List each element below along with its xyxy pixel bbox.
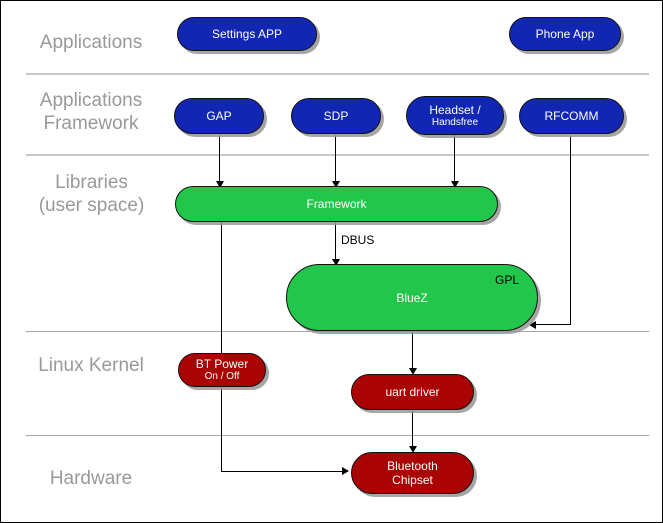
node-bt-power-label-line1: BT Power — [195, 357, 249, 371]
arrowhead-sdp-to-framework — [332, 181, 340, 188]
node-uart-driver[interactable]: uart driver — [351, 374, 474, 410]
node-bluez[interactable]: BlueZ GPL — [286, 264, 538, 331]
arrowhead-framework-to-bluez — [332, 259, 340, 266]
arrowhead-headset-to-framework — [451, 181, 459, 188]
layer-label-libraries: Libraries (user space) — [38, 172, 145, 216]
node-framework-label: Framework — [306, 197, 367, 211]
divider-applications — [26, 73, 649, 75]
layer-label-applications-framework: Applications Framework — [39, 90, 143, 134]
layer-label-applications: Applications — [39, 32, 143, 53]
node-headset-handsfree[interactable]: Headset / Handsfree — [406, 96, 504, 135]
node-rfcomm[interactable]: RFCOMM — [519, 98, 624, 134]
node-gap-label: GAP — [206, 109, 232, 123]
node-bluetooth-chipset-label-line2: Chipset — [392, 473, 433, 487]
arrowhead-bluez-to-uart — [409, 368, 417, 375]
node-sdp[interactable]: SDP — [291, 98, 381, 134]
node-uart-driver-label: uart driver — [385, 385, 440, 399]
node-settings-app[interactable]: Settings APP — [177, 17, 317, 51]
node-headset-handsfree-label-line2: Handsfree — [431, 116, 479, 128]
edge-gap-to-framework — [219, 135, 220, 185]
layer-label-linux-kernel: Linux Kernel — [38, 355, 144, 376]
divider-libraries — [26, 331, 649, 332]
edge-bluez-to-uart — [412, 326, 413, 372]
node-bluetooth-chipset[interactable]: Bluetooth Chipset — [351, 452, 474, 494]
arrowhead-uart-to-chipset — [409, 446, 417, 453]
node-bt-power-label-line2: On / Off — [204, 371, 240, 382]
edge-rfcomm-to-bluez-vertical — [570, 135, 571, 325]
arrowhead-gap-to-framework — [216, 181, 224, 188]
node-sdp-label: SDP — [323, 109, 349, 123]
arrowhead-framework-to-chipset — [342, 467, 349, 475]
node-bluetooth-chipset-label-line1: Bluetooth — [387, 459, 438, 473]
node-bt-power[interactable]: BT Power On / Off — [178, 353, 266, 387]
edge-framework-to-chipset-horizontal — [221, 471, 347, 472]
divider-applications-framework — [26, 154, 649, 156]
gpl-tag: GPL — [494, 273, 519, 287]
node-framework[interactable]: Framework — [175, 186, 498, 222]
edge-label-dbus: DBUS — [341, 233, 375, 247]
edge-framework-to-bluez — [335, 221, 336, 265]
arrowhead-rfcomm-to-bluez — [529, 321, 536, 329]
node-settings-app-label: Settings APP — [211, 27, 283, 41]
node-gap[interactable]: GAP — [174, 98, 264, 134]
edge-uart-to-chipset — [412, 408, 413, 450]
edge-framework-to-chipset-vertical — [221, 221, 222, 471]
node-rfcomm-label: RFCOMM — [544, 109, 599, 123]
node-headset-handsfree-label-line1: Headset / — [429, 102, 481, 117]
node-bluez-label: BlueZ — [396, 290, 428, 305]
node-phone-app[interactable]: Phone App — [509, 17, 621, 51]
layer-label-hardware: Hardware — [49, 468, 133, 489]
edge-headset-to-framework — [454, 135, 455, 185]
divider-linux-kernel — [26, 435, 649, 436]
edge-rfcomm-to-bluez-horizontal — [535, 324, 571, 325]
edge-sdp-to-framework — [335, 135, 336, 185]
node-phone-app-label: Phone App — [535, 27, 595, 41]
